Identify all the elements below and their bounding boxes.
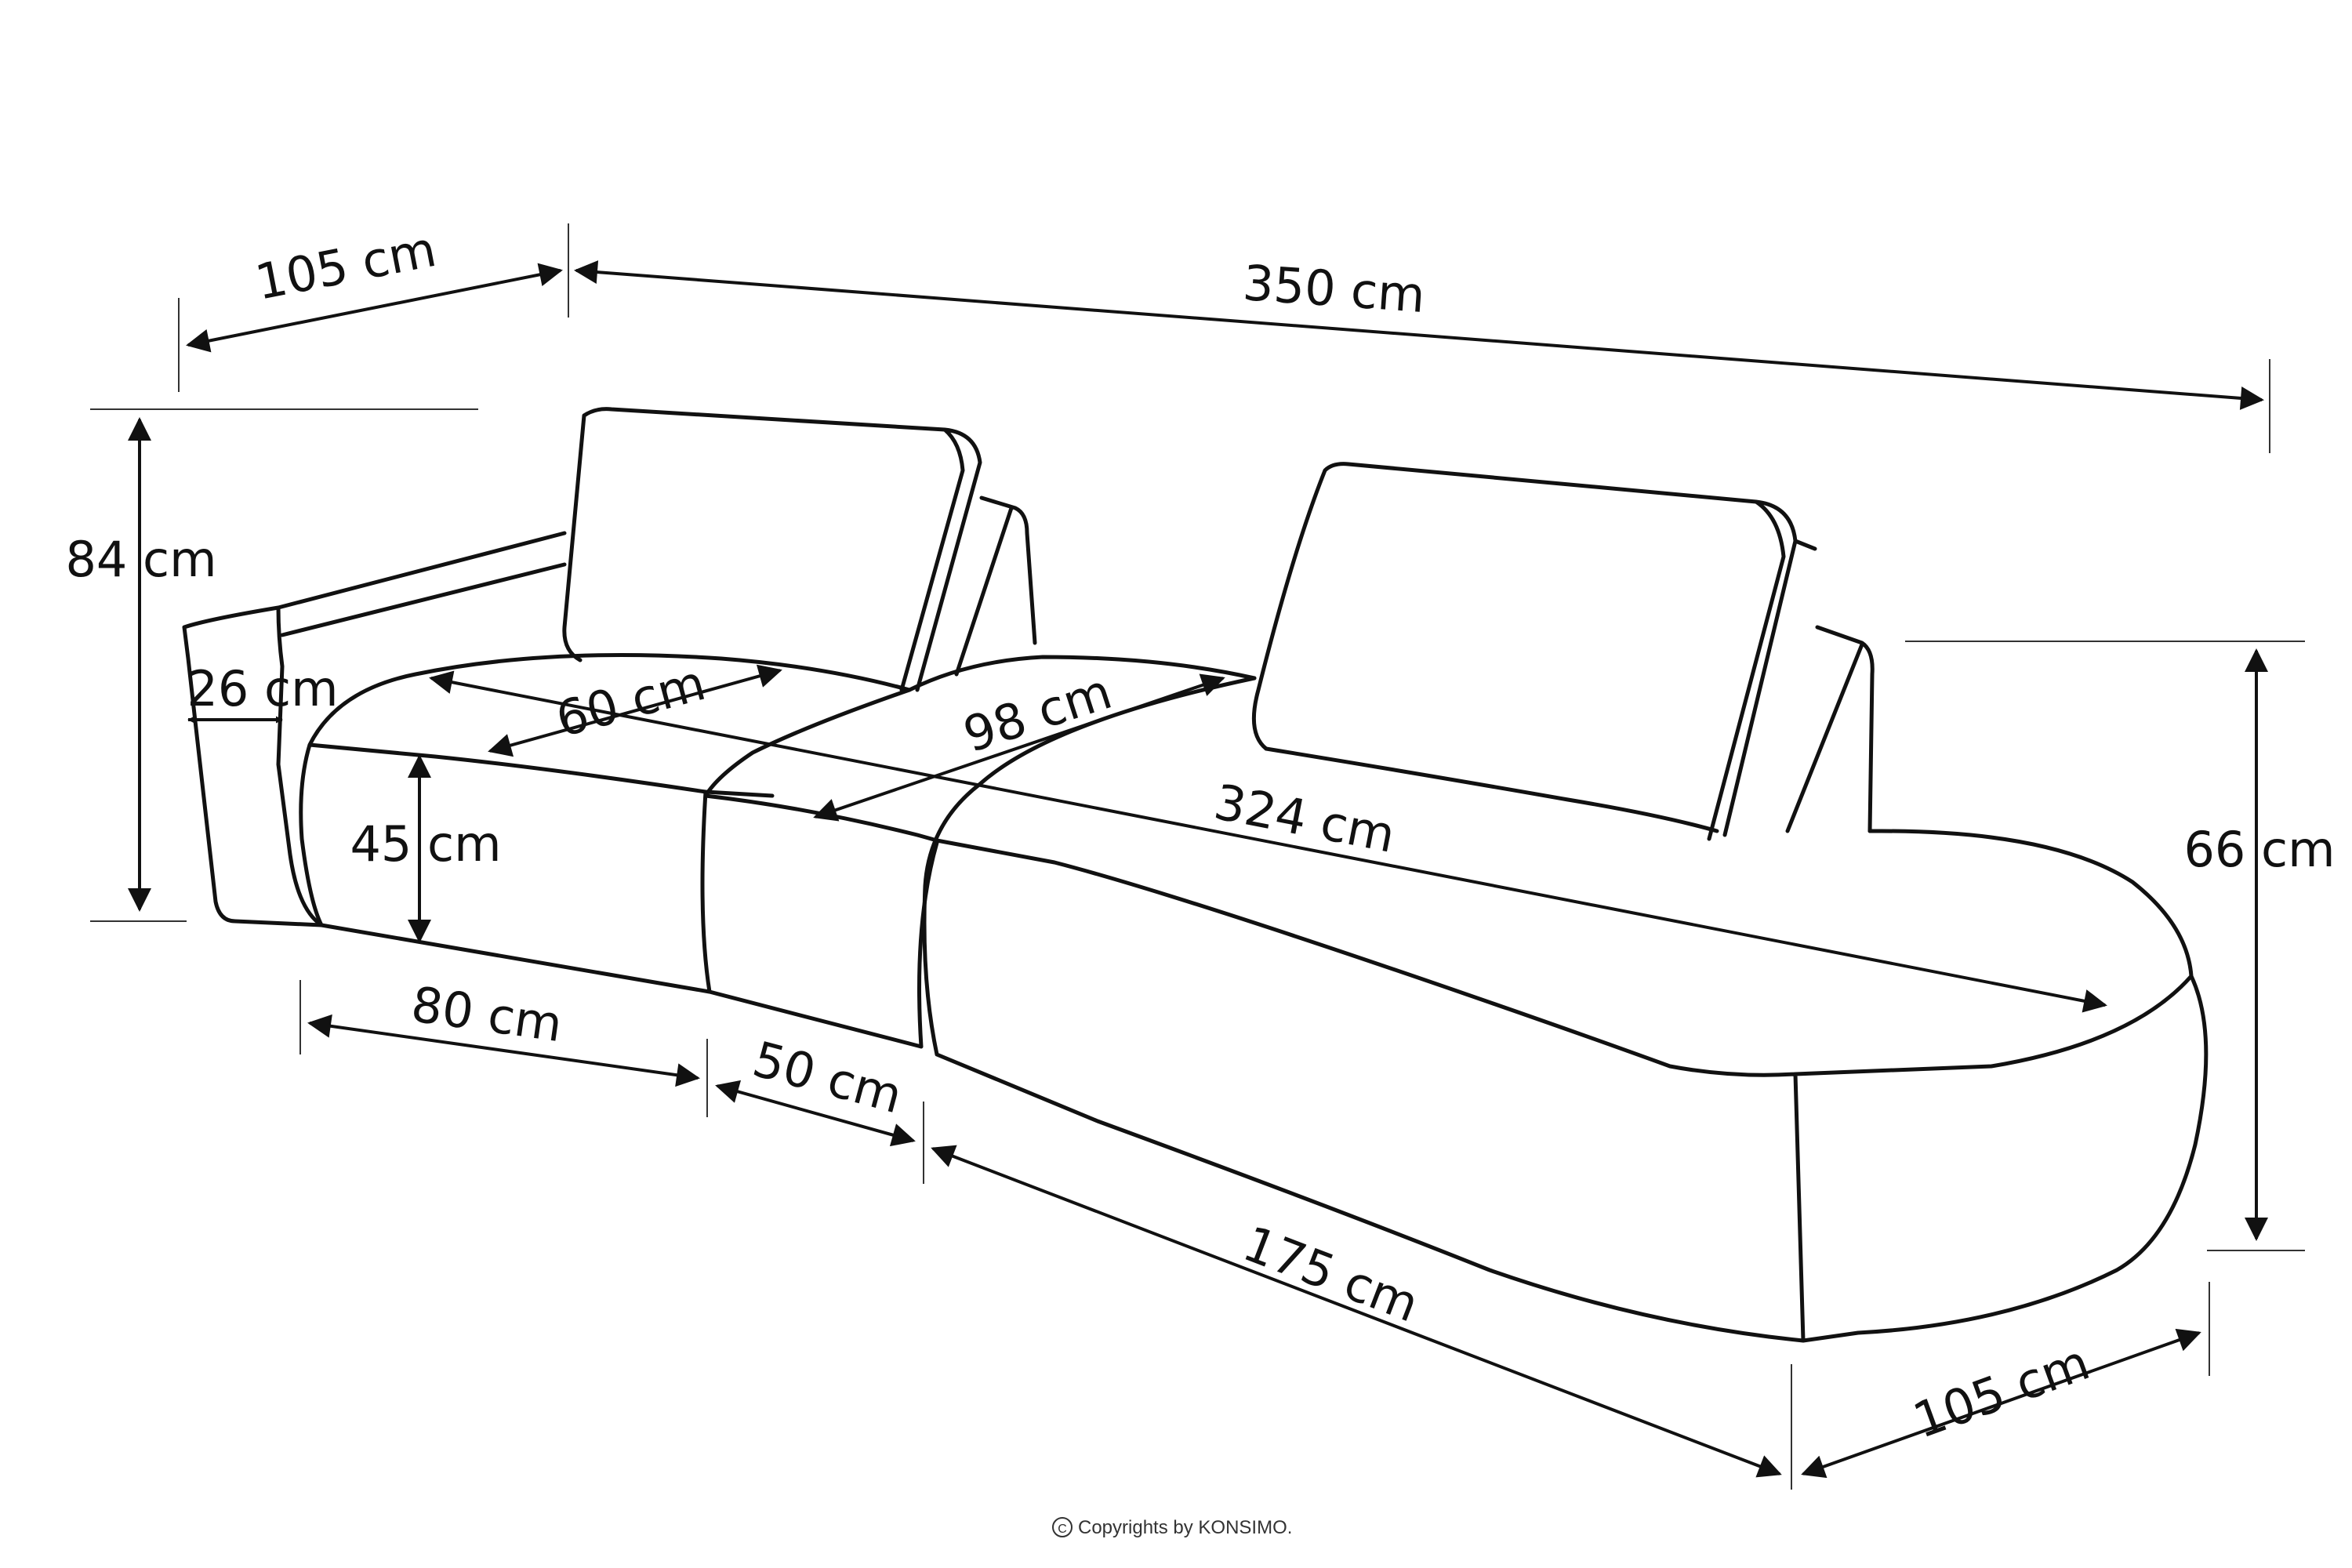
copyright-icon-glyph: C: [1058, 1523, 1067, 1536]
label-module-b: 50 cm: [747, 1030, 908, 1124]
module-a-arrow: [307, 1014, 700, 1087]
label-depth-bottom: 105 cm: [1906, 1334, 2096, 1450]
left-back-frame: [954, 495, 1037, 677]
left-armrest: [182, 531, 567, 927]
chaise-section: [922, 676, 2209, 1343]
label-length-top: 350 cm: [1241, 254, 1427, 324]
label-armrest-width: 26 cm: [187, 660, 338, 717]
depth-bottom-arrow: [1801, 1328, 2201, 1479]
module-c-arrow: [931, 1145, 1782, 1478]
copyright-footer: C Copyrights by KONSIMO.: [1052, 1517, 1292, 1538]
label-seat-depth: 60 cm: [550, 654, 711, 748]
right-back-cushion: [1251, 462, 1817, 841]
seat-length-arrow: [429, 670, 2107, 1013]
label-depth-top: 105 cm: [251, 220, 441, 311]
copyright-icon: [1052, 1517, 1073, 1537]
dimension-labels: 105 cm 350 cm 84 cm 26 cm 60 cm 98 cm 32…: [65, 220, 2335, 1450]
sofa-outline: [182, 407, 2209, 1343]
copyright-text: Copyrights by KONSIMO.: [1078, 1517, 1292, 1538]
depth-top-arrow: [186, 263, 563, 353]
label-height-total: 84 cm: [65, 531, 216, 588]
dimension-lines: [90, 223, 2305, 1490]
label-seat-height: 45 cm: [350, 815, 501, 873]
module-b-arrow: [715, 1080, 916, 1147]
length-top-arrow: [574, 260, 2264, 410]
left-back-cushion: [562, 407, 982, 692]
label-chaise-height: 66 cm: [2183, 821, 2335, 878]
